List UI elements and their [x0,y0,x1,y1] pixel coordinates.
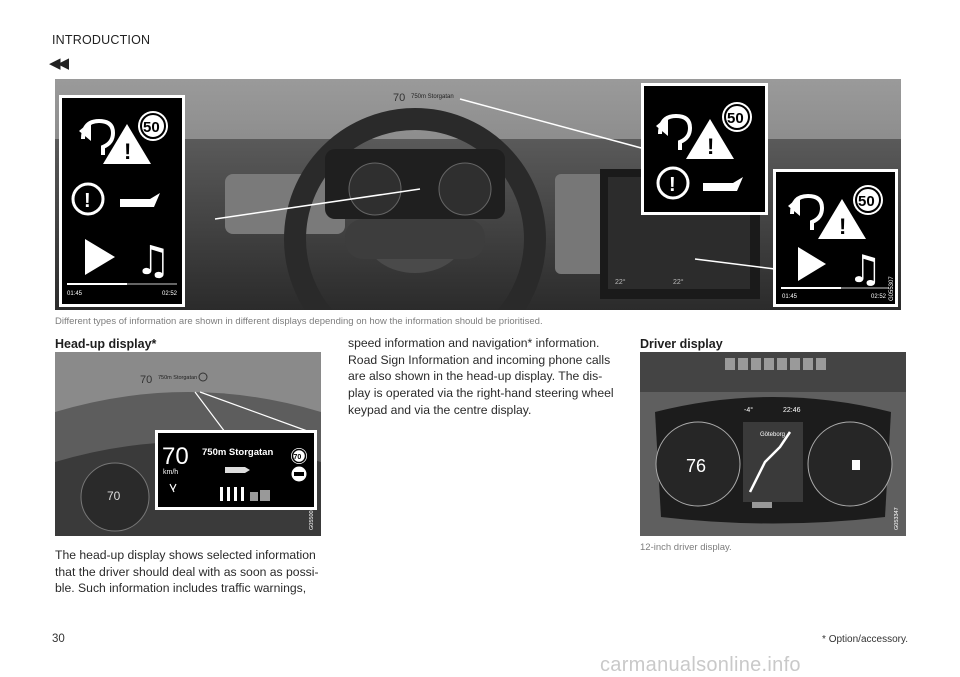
svg-text:!: ! [839,214,846,239]
right-media-elapsed: 01:45 [782,294,798,300]
hud-speed-sign: 70 [294,454,302,461]
svg-text:♫: ♫ [135,238,171,284]
driver-speed: 76 [686,456,706,476]
left-panel-icons: ! 50 ! ♫ [67,111,177,285]
hud-small-speed: 70 [140,374,152,386]
main-hud-speed: 70 [393,92,405,104]
hud-unit: km/h [163,469,178,476]
driver-temp: -4° [744,406,753,414]
svg-text:♫: ♫ [848,247,882,291]
hud-cluster-speed: 70 [107,489,121,503]
hud-figure-code: G055002 [309,507,315,530]
main-dashboard-figure: 70 750m Storgatan ! 50 ! ♫ 01:45 02:52 [55,79,901,310]
svg-text:!: ! [669,174,676,196]
hud-figure: 70 70 750m Storgatan 70 km/h 750m Storga… [55,352,321,536]
footnote-option-accessory: * Option/accessory. [822,634,908,645]
double-left-arrows-icon[interactable]: ◀◀ [49,55,69,72]
watermark: carmanualsonline.info [600,654,801,676]
top-right-panel-icons: ! 50 ! [656,102,752,200]
centre-temp-right: 22° [673,278,684,286]
hud-speed: 70 [162,443,189,470]
svg-text:!: ! [124,139,131,164]
main-figure-code: G055307 [889,276,895,301]
heading-head-up-display: Head-up display* [55,337,157,351]
right-media-total: 02:52 [871,294,887,300]
driver-figure-code: G053347 [894,507,900,530]
driver-display-figure: 76 Göteborg 22:46 -4° G053347 [640,352,906,536]
body-text-column-1: The head-up display shows selected infor… [55,548,319,596]
svg-text:50: 50 [727,110,744,127]
driver-figure-caption: 12-inch driver display. [640,542,732,553]
driver-time: 22:46 [783,407,801,414]
left-media-elapsed: 01:45 [67,291,83,297]
svg-text:!: ! [84,190,91,212]
bottom-right-panel-icons: ! 50 ♫ [781,185,889,291]
section-header: INTRODUCTION [52,33,151,47]
page-number: 30 [52,633,65,645]
svg-text:50: 50 [143,119,160,136]
svg-text:50: 50 [858,193,875,210]
main-figure-caption: Different types of information are shown… [55,316,543,327]
hud-street: 750m Storgatan [202,447,273,458]
driver-place: Göteborg [760,432,785,438]
centre-temp-left: 22° [615,278,626,286]
body-text-column-2: speed information and navigation* inform… [348,336,614,417]
svg-text:!: ! [707,134,714,159]
heading-driver-display: Driver display [640,337,723,351]
left-media-total: 02:52 [162,291,178,297]
hud-lane-icons [169,467,270,501]
hud-small-street: 750m Storgatan [158,375,197,381]
main-hud-street: 750m Storgatan [411,94,454,100]
